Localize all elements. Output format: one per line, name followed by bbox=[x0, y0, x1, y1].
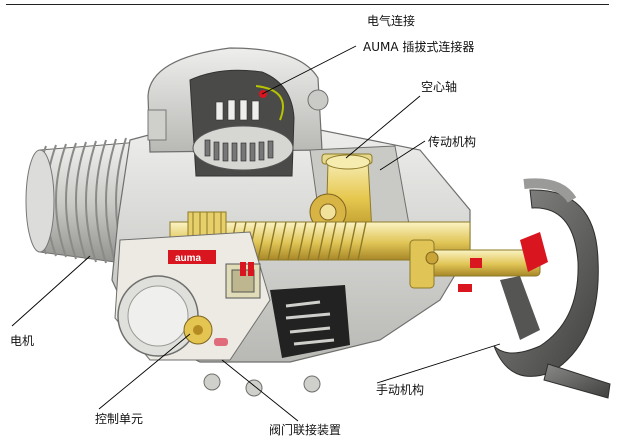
label-hollow-shaft: 空心轴 bbox=[421, 80, 458, 94]
label-electrical-connection: 电气连接 bbox=[367, 14, 416, 28]
label-motor: 电机 bbox=[10, 334, 35, 348]
label-valve-coupling: 阀门联接装置 bbox=[269, 423, 342, 437]
handwheel-icon bbox=[493, 178, 611, 399]
label-handwheel-mechanism: 手动机构 bbox=[376, 383, 425, 397]
label-transmission: 传动机构 bbox=[428, 135, 477, 149]
brand-plate-text: auma bbox=[175, 253, 202, 264]
label-control-unit: 控制单元 bbox=[95, 412, 144, 426]
worm-gear-icon bbox=[425, 251, 439, 265]
label-auma-plug-connector: AUMA 插拔式连接器 bbox=[363, 40, 475, 54]
top-rule bbox=[6, 4, 609, 5]
